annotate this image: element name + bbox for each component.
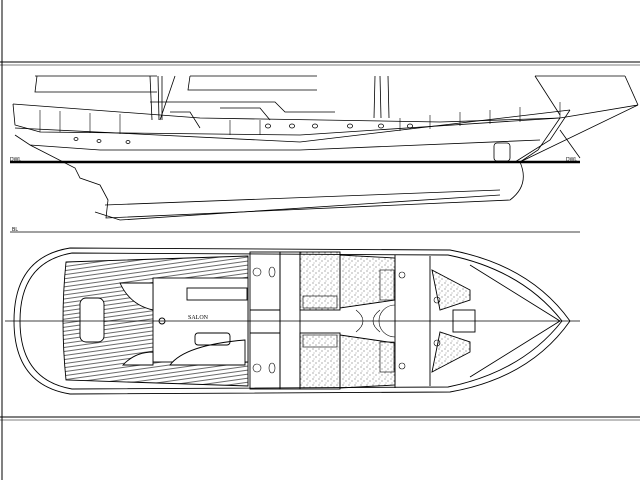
- profile-view: [10, 75, 639, 233]
- portholes: [73, 123, 413, 144]
- logo-emblem: [493, 142, 511, 162]
- dwl-label-left: DWL: [10, 157, 21, 163]
- baseline-label: BL: [12, 227, 18, 233]
- dwl-label-right: DWL: [566, 157, 577, 163]
- plan-view: [5, 247, 580, 395]
- salon-label: SALON: [188, 315, 209, 321]
- cabin-fixtures: [252, 266, 441, 374]
